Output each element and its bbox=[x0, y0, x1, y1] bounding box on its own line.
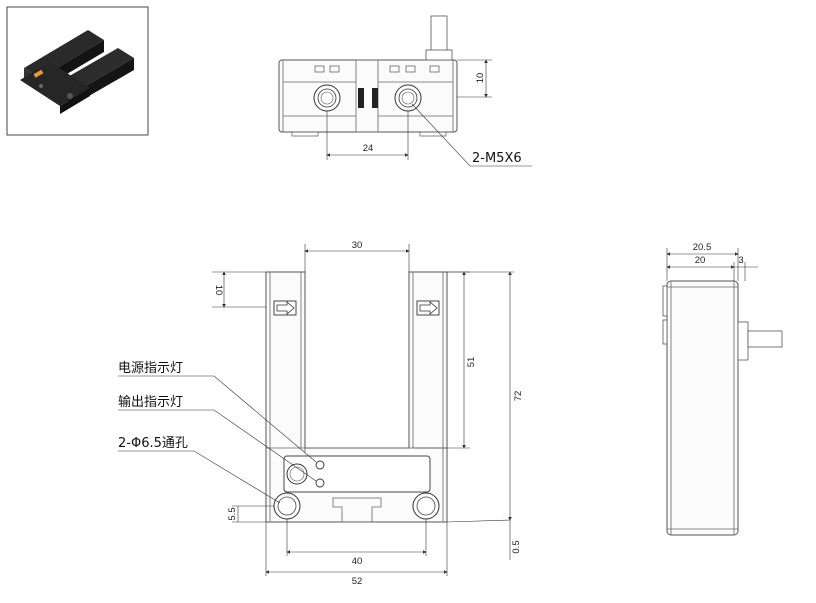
front-view bbox=[118, 244, 514, 576]
dim-30: 30 bbox=[352, 240, 363, 251]
dim-front-10: 10 bbox=[213, 285, 224, 296]
dim-52: 52 bbox=[352, 576, 363, 587]
dim-20-5: 20.5 bbox=[693, 242, 712, 253]
top-view bbox=[278, 15, 532, 167]
dim-top-10: 10 bbox=[475, 73, 486, 84]
side-view bbox=[662, 248, 783, 536]
arrow-right-icon-right bbox=[416, 300, 440, 316]
output-led bbox=[315, 478, 325, 488]
label-power-led: 电源指示灯 bbox=[118, 361, 183, 376]
dim-5-5: 5.5 bbox=[227, 507, 238, 520]
dim-51: 51 bbox=[466, 357, 477, 368]
label-screw-thread: 2-M5X6 bbox=[472, 151, 522, 166]
dim-72: 72 bbox=[513, 391, 524, 402]
power-led bbox=[315, 460, 325, 470]
label-output-led: 输出指示灯 bbox=[118, 394, 183, 410]
dim-3: 3 bbox=[738, 255, 743, 266]
sensor-3d-illustration bbox=[20, 30, 134, 114]
product-photo bbox=[6, 6, 149, 136]
dim-24: 24 bbox=[363, 143, 374, 154]
dim-20: 20 bbox=[695, 255, 706, 266]
label-mount-holes: 2-Φ6.5通孔 bbox=[118, 436, 188, 451]
dim-40: 40 bbox=[352, 556, 363, 567]
dim-0-5: 0.5 bbox=[511, 540, 522, 553]
arrow-right-icon-left bbox=[273, 300, 297, 316]
